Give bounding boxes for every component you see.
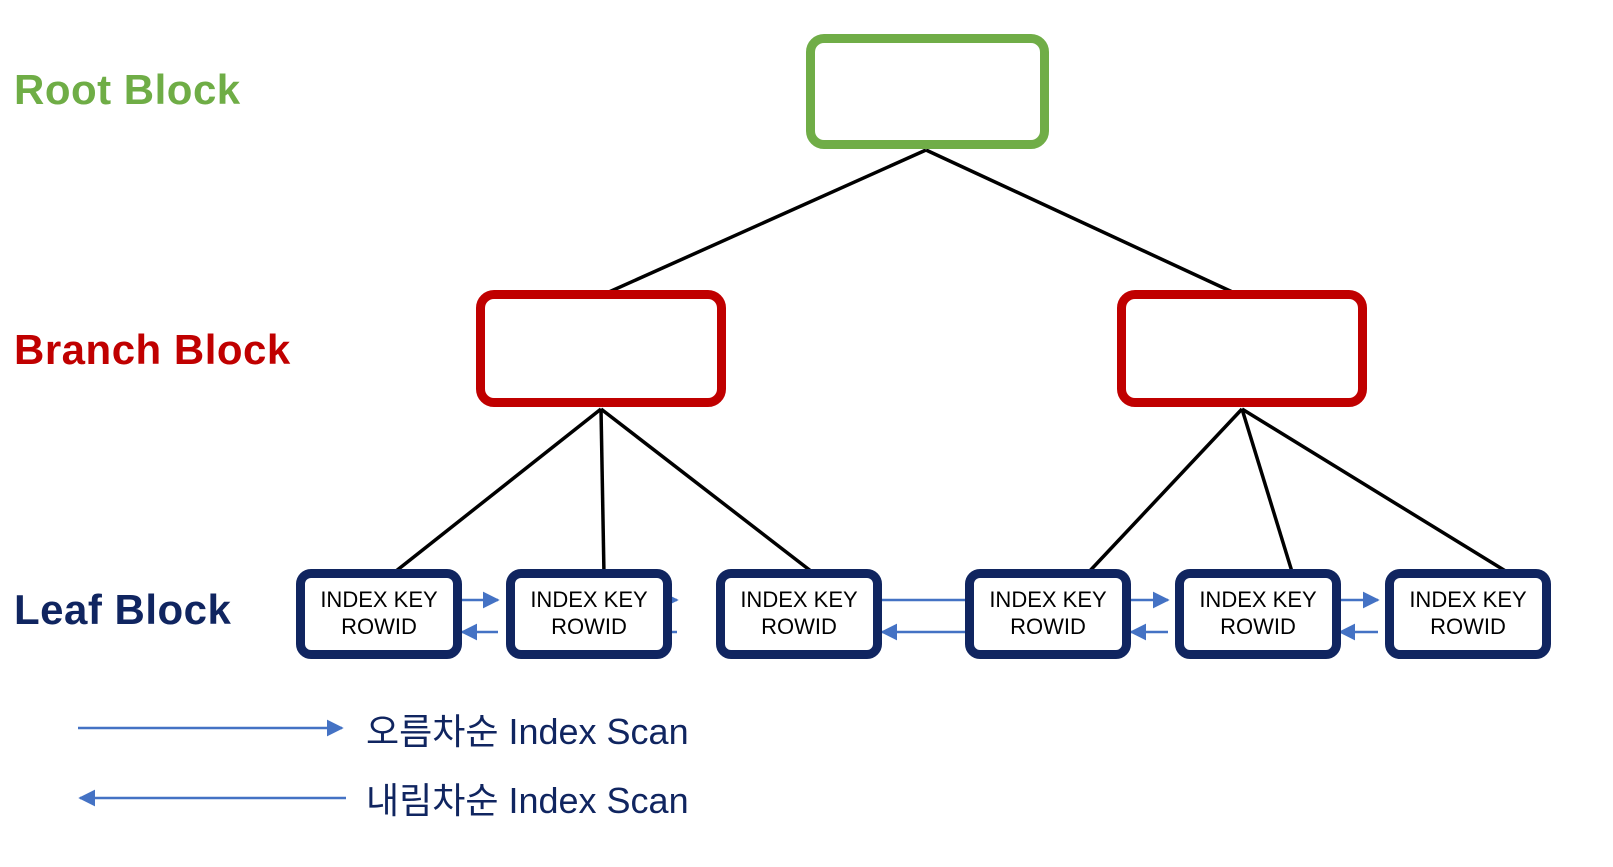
leaf-index-key-text: INDEX KEY	[1409, 587, 1527, 613]
branch-right-to-leaf-connectors	[1084, 407, 1513, 577]
connector-branch-left-to-leaf-2	[599, 408, 606, 576]
leaf-rowid-text: ROWID	[761, 614, 837, 639]
leaf-rowid-text: ROWID	[551, 614, 627, 639]
row-label-leaf-block: Leaf Block	[14, 586, 232, 633]
branch-block-node-right[interactable]	[1117, 290, 1367, 407]
branch-left-to-leaf-connectors	[389, 407, 818, 577]
leaf-index-key-text: INDEX KEY	[530, 587, 648, 613]
leaf-block-node[interactable]: INDEX KEY ROWID	[716, 569, 882, 659]
legend-label-descending-index-scan: 내림차순 Index Scan	[366, 780, 689, 821]
connector-branch-right-to-leaf-6	[1241, 407, 1513, 577]
leaf-index-key-text: INDEX KEY	[740, 587, 858, 613]
legend-arrows	[78, 719, 346, 807]
leaf-block-node[interactable]: INDEX KEY ROWID	[506, 569, 672, 659]
root-to-branch-connectors	[599, 148, 1242, 298]
root-block-node[interactable]	[806, 34, 1049, 149]
leaf-block-node[interactable]: INDEX KEY ROWID	[1385, 569, 1551, 659]
connector-branch-left-to-leaf-1	[389, 407, 603, 577]
row-label-root-block: Root Block	[14, 66, 241, 113]
leaf-index-key-text: INDEX KEY	[320, 587, 438, 613]
leaf-block-node[interactable]: INDEX KEY ROWID	[1175, 569, 1341, 659]
leaf-block-node[interactable]: INDEX KEY ROWID	[965, 569, 1131, 659]
leaf-block-node[interactable]: INDEX KEY ROWID	[296, 569, 462, 659]
leaf-rowid-text: ROWID	[1220, 614, 1296, 639]
connector-root-to-branch-left	[599, 148, 927, 298]
connector-root-to-branch-right	[925, 148, 1242, 298]
leaf-rowid-text: ROWID	[341, 614, 417, 639]
connector-branch-right-to-leaf-4	[1084, 407, 1244, 577]
connector-branch-left-to-leaf-3	[599, 407, 818, 577]
leaf-rowid-text: ROWID	[1430, 614, 1506, 639]
branch-block-node-left[interactable]	[476, 290, 726, 407]
leaf-index-key-text: INDEX KEY	[989, 587, 1107, 613]
connector-branch-right-to-leaf-5	[1240, 408, 1295, 576]
legend-label-ascending-index-scan: 오름차순 Index Scan	[366, 711, 689, 752]
leaf-rowid-text: ROWID	[1010, 614, 1086, 639]
row-label-branch-block: Branch Block	[14, 326, 291, 373]
leaf-index-key-text: INDEX KEY	[1199, 587, 1317, 613]
